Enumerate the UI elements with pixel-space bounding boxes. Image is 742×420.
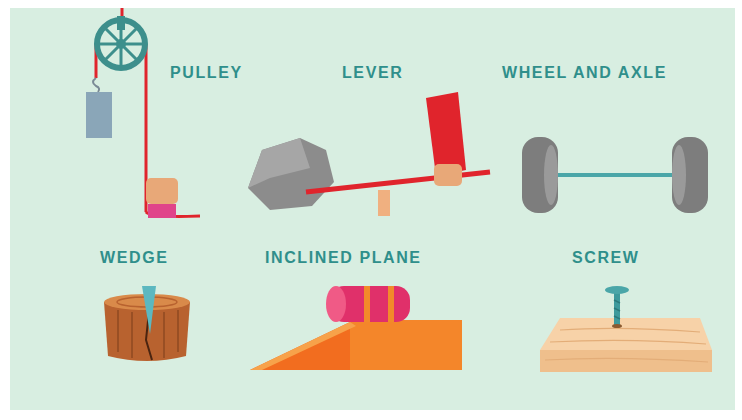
part-label: WHEEL AND AXLE: [502, 63, 667, 83]
part-label: INCLINED PLANE: [265, 248, 422, 268]
pulley-figure: [86, 8, 200, 218]
part-label: PULLEY: [170, 63, 243, 83]
part-label: WEDGE: [100, 248, 168, 268]
background-panel: [10, 8, 735, 410]
lever-figure: [248, 92, 490, 216]
wedge-figure: [104, 286, 190, 361]
part-label: SCREW: [572, 248, 640, 268]
inclined-plane-figure: [250, 286, 462, 370]
screw-figure: [540, 286, 712, 372]
wheel-and-axle-figure: [522, 137, 708, 213]
part-label: LEVER: [342, 63, 403, 83]
